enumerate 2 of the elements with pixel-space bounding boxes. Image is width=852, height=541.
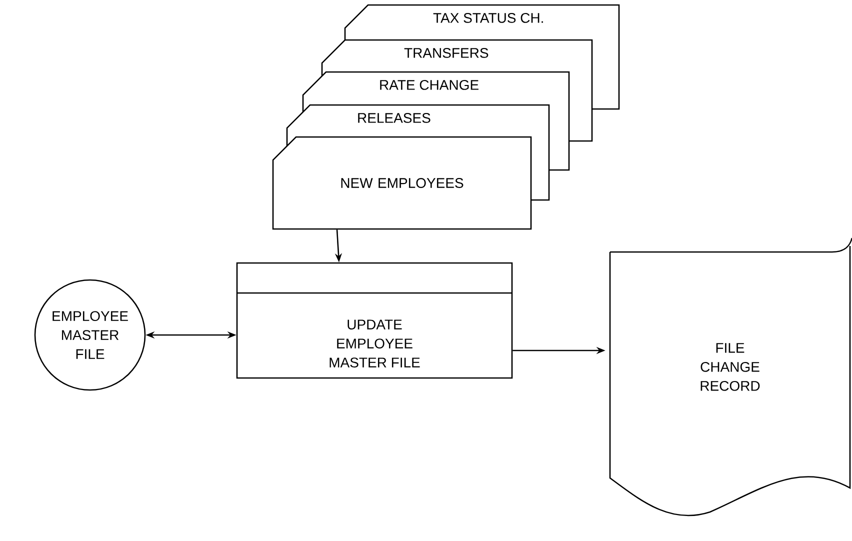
process-box: UPDATE EMPLOYEE MASTER FILE xyxy=(236,262,513,379)
card: NEW EMPLOYEES xyxy=(272,136,532,230)
